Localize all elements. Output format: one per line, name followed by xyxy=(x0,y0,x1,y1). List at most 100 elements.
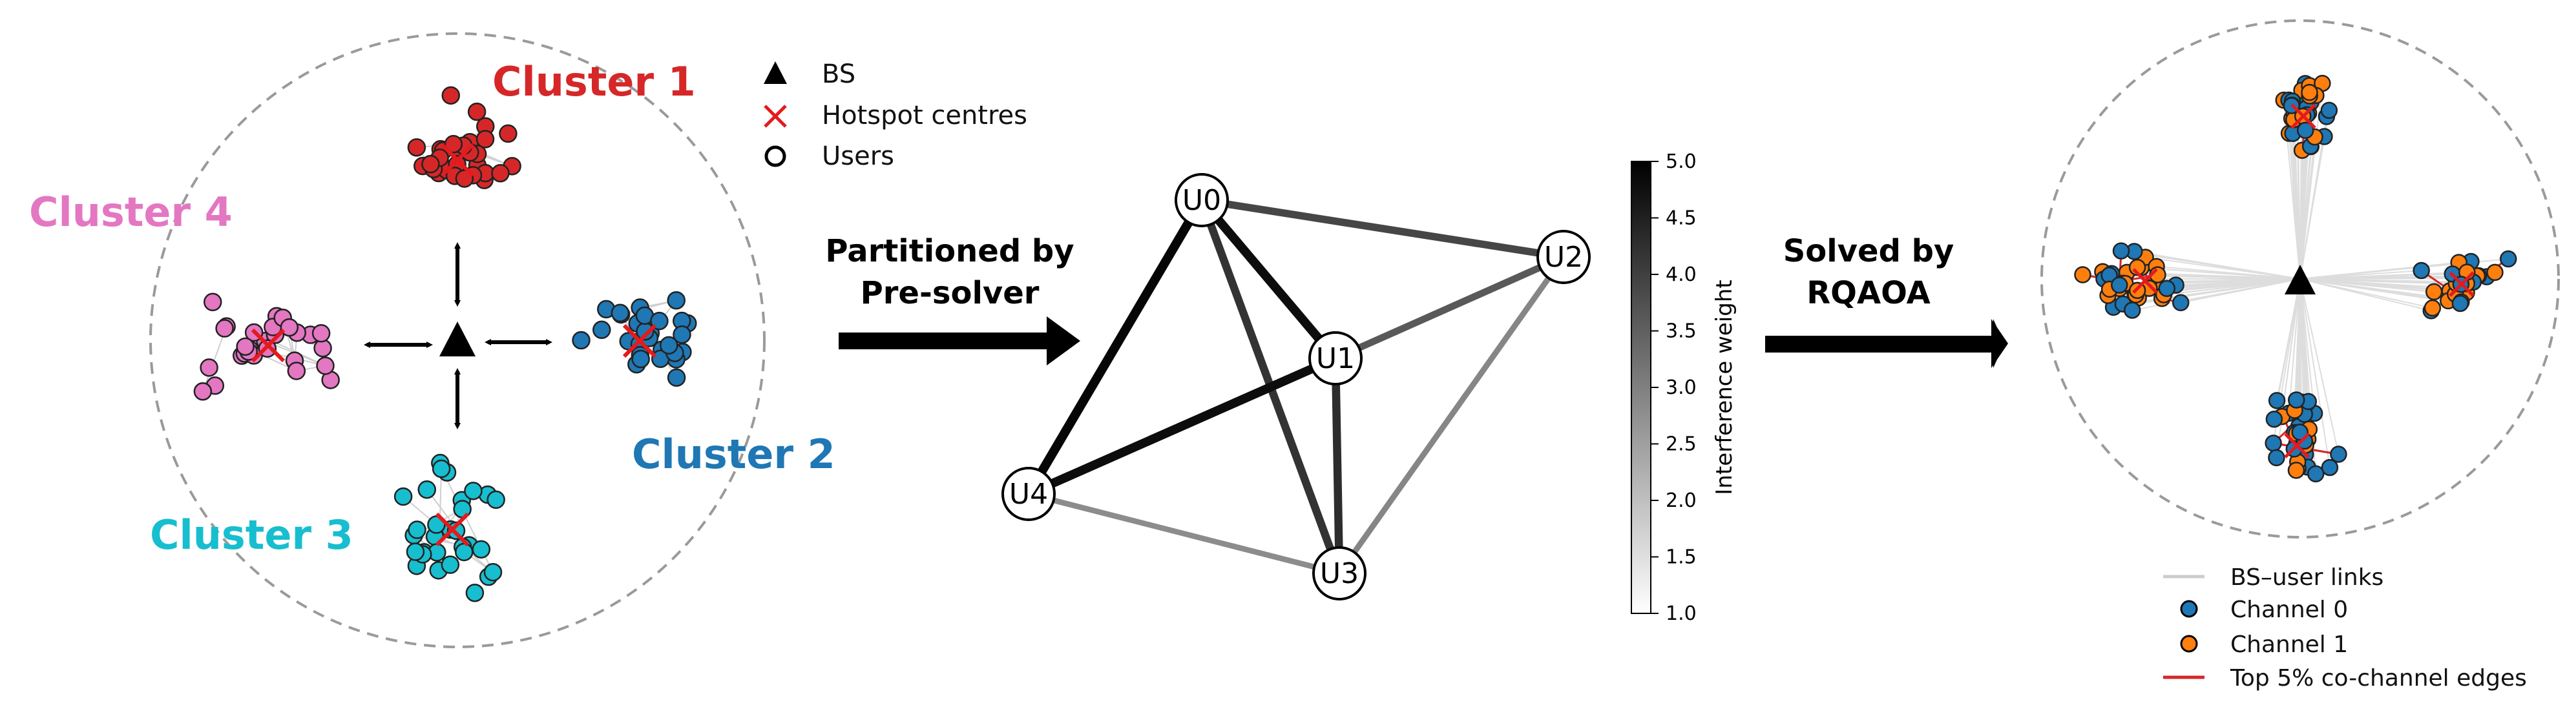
user-node xyxy=(668,292,685,309)
colorbar-label: Interference weight xyxy=(1712,280,1737,495)
colorbar-tick-label: 3.5 xyxy=(1666,320,1697,343)
graph-node-label-U1: U1 xyxy=(1316,342,1355,375)
user-node xyxy=(2075,267,2090,282)
arrow-partition: Partitioned by Pre-solver xyxy=(825,233,1080,365)
legend-users-label: Users xyxy=(822,141,894,171)
user-node xyxy=(593,322,610,338)
arrow-shaft-2 xyxy=(1765,336,1998,353)
user-node xyxy=(499,125,516,142)
colorbar: 1.01.52.02.53.03.54.04.55.0 Interference… xyxy=(1631,150,1737,625)
user-node xyxy=(317,357,334,374)
legend-links-label: BS–user links xyxy=(2230,564,2383,591)
user-node xyxy=(633,351,649,367)
user-node xyxy=(2322,460,2338,475)
user-node xyxy=(2159,281,2175,296)
legend-ch0-label: Channel 0 xyxy=(2230,597,2348,623)
graph-edge-U0-U2 xyxy=(1202,200,1564,257)
colorbar-tick-label: 1.5 xyxy=(1666,546,1697,569)
user-node xyxy=(408,139,425,156)
user-node xyxy=(2113,243,2129,259)
legend-bs-label: BS xyxy=(822,59,855,89)
legend-top-edges-label: Top 5% co-channel edges xyxy=(2230,665,2527,692)
legend-ch1-label: Channel 1 xyxy=(2230,631,2348,658)
arrow2-line2: RQAOA xyxy=(1806,275,1931,311)
arrow-head-2-tip-icon xyxy=(1991,319,2008,368)
user-node xyxy=(2124,302,2140,318)
user-node xyxy=(2268,450,2284,466)
cluster-4-label: Cluster 4 xyxy=(29,189,233,236)
arrow-shaft xyxy=(839,333,1052,349)
arrow-solve: Solved by RQAOA xyxy=(1765,233,2008,368)
graph-node-label-U0: U0 xyxy=(1182,184,1221,217)
colorbar-tick-label: 4.5 xyxy=(1666,207,1697,230)
graph-node-label-U3: U3 xyxy=(1320,557,1359,590)
user-node xyxy=(288,362,305,379)
colorbar-ticks: 1.01.52.02.53.03.54.04.55.0 xyxy=(1651,150,1697,625)
cluster-2-label: Cluster 2 xyxy=(632,431,835,478)
left-legend: BS Hotspot centres Users xyxy=(764,59,1027,171)
user-node xyxy=(2500,251,2516,267)
user-node xyxy=(456,544,472,560)
user-node xyxy=(477,131,494,148)
colorbar-tick-label: 2.0 xyxy=(1666,489,1697,512)
arrow1-line1: Partitioned by xyxy=(825,233,1074,269)
user-node xyxy=(2269,393,2285,408)
user-node xyxy=(407,544,424,560)
colorbar-tick-label: 3.0 xyxy=(1666,376,1697,399)
colorbar-tick-label: 5.0 xyxy=(1666,150,1697,173)
user-node xyxy=(612,305,629,322)
user-node xyxy=(2414,263,2429,278)
user-node xyxy=(201,359,218,376)
user-node xyxy=(2487,265,2503,280)
cluster-3-label: Cluster 3 xyxy=(150,511,353,558)
arrow2-line1: Solved by xyxy=(1783,233,1954,269)
colorbar-tick-label: 2.5 xyxy=(1666,433,1697,456)
hotspot-legend-icon xyxy=(765,106,786,127)
user-node xyxy=(2426,284,2442,300)
user-node xyxy=(2288,462,2304,478)
graph-edge-U3-U4 xyxy=(1029,494,1339,573)
user-node xyxy=(465,482,481,499)
user-node xyxy=(204,294,221,311)
right-legend: BS–user links Channel 0 Channel 1 Top 5%… xyxy=(2163,564,2527,692)
graph-edge-U1-U3 xyxy=(1335,358,1339,573)
graph-edge-U0-U1 xyxy=(1202,200,1335,358)
user-node xyxy=(473,541,490,558)
user-node xyxy=(409,522,426,538)
user-node xyxy=(2301,85,2317,100)
graph-node-label-U2: U2 xyxy=(1544,241,1583,274)
legend-ch1-icon xyxy=(2181,636,2197,651)
user-node xyxy=(443,87,459,104)
user-node xyxy=(281,319,298,336)
base-station-icon xyxy=(439,322,476,356)
user-node xyxy=(2321,103,2337,118)
user-node xyxy=(313,325,330,342)
arrow1-line2: Pre-solver xyxy=(861,275,1040,311)
arrow-head-icon xyxy=(1047,316,1080,365)
user-node xyxy=(2288,392,2304,407)
bs-legend-icon xyxy=(764,61,787,84)
legend-ch0-icon xyxy=(2181,601,2197,617)
right-panel: BS–user links Channel 0 Channel 1 Top 5%… xyxy=(2042,21,2559,692)
users-legend-icon xyxy=(766,147,784,165)
user-node xyxy=(492,165,508,181)
user-node xyxy=(442,557,459,573)
user-node xyxy=(2425,300,2440,316)
user-node xyxy=(488,491,505,508)
user-node xyxy=(2173,295,2188,311)
graph-node-label-U4: U4 xyxy=(1009,478,1048,511)
user-node xyxy=(2267,411,2282,427)
legend-hotspot-label: Hotspot centres xyxy=(822,101,1027,130)
user-node xyxy=(2266,435,2281,451)
user-node xyxy=(660,337,677,354)
colorbar-gradient xyxy=(1631,161,1651,613)
user-node xyxy=(2111,277,2127,292)
user-node xyxy=(466,584,483,601)
graph-edge-U1-U4 xyxy=(1029,358,1335,494)
user-node xyxy=(2308,466,2323,482)
user-node xyxy=(433,460,450,477)
user-node xyxy=(422,156,439,172)
user-node xyxy=(572,332,589,349)
